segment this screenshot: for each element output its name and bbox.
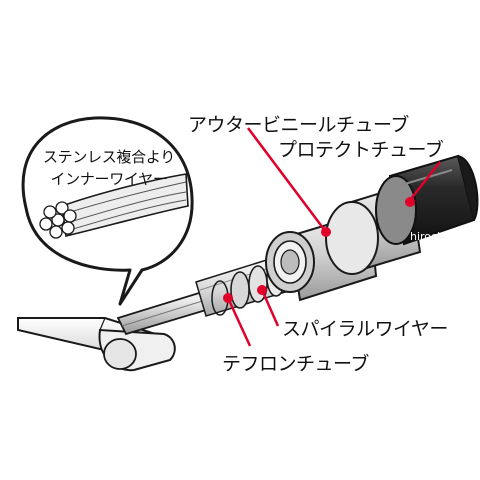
leader-teflon (226, 297, 252, 347)
leader-outer-vinyl (247, 127, 327, 233)
leader-dot-protect (405, 197, 415, 207)
label-outer-vinyl-tube: アウタービニールチューブ (188, 114, 409, 136)
watermark-text: hirochi (410, 230, 448, 243)
callout-text: ステンレス複合より インナーワイヤー (38, 146, 180, 190)
label-teflon-tube: テフロンチューブ (222, 353, 369, 375)
callout-line-1: ステンレス複合より (42, 148, 175, 166)
label-protect-tube: プロテクトチューブ (278, 139, 444, 161)
leader-dot-spiral (257, 285, 267, 295)
strand-ends-icon (39, 201, 77, 239)
label-spiral-wire: スパイラルワイヤー (282, 318, 448, 340)
leader-spiral (260, 289, 280, 327)
leader-dot-teflon (223, 293, 233, 303)
wire-bundle-illustration (39, 173, 189, 239)
callout-line-2: インナーワイヤー (50, 170, 168, 188)
leader-lines (223, 127, 441, 347)
leader-dot-outer-vinyl (321, 227, 331, 237)
leader-protect (409, 161, 441, 201)
outer-dark-tube (375, 154, 479, 246)
